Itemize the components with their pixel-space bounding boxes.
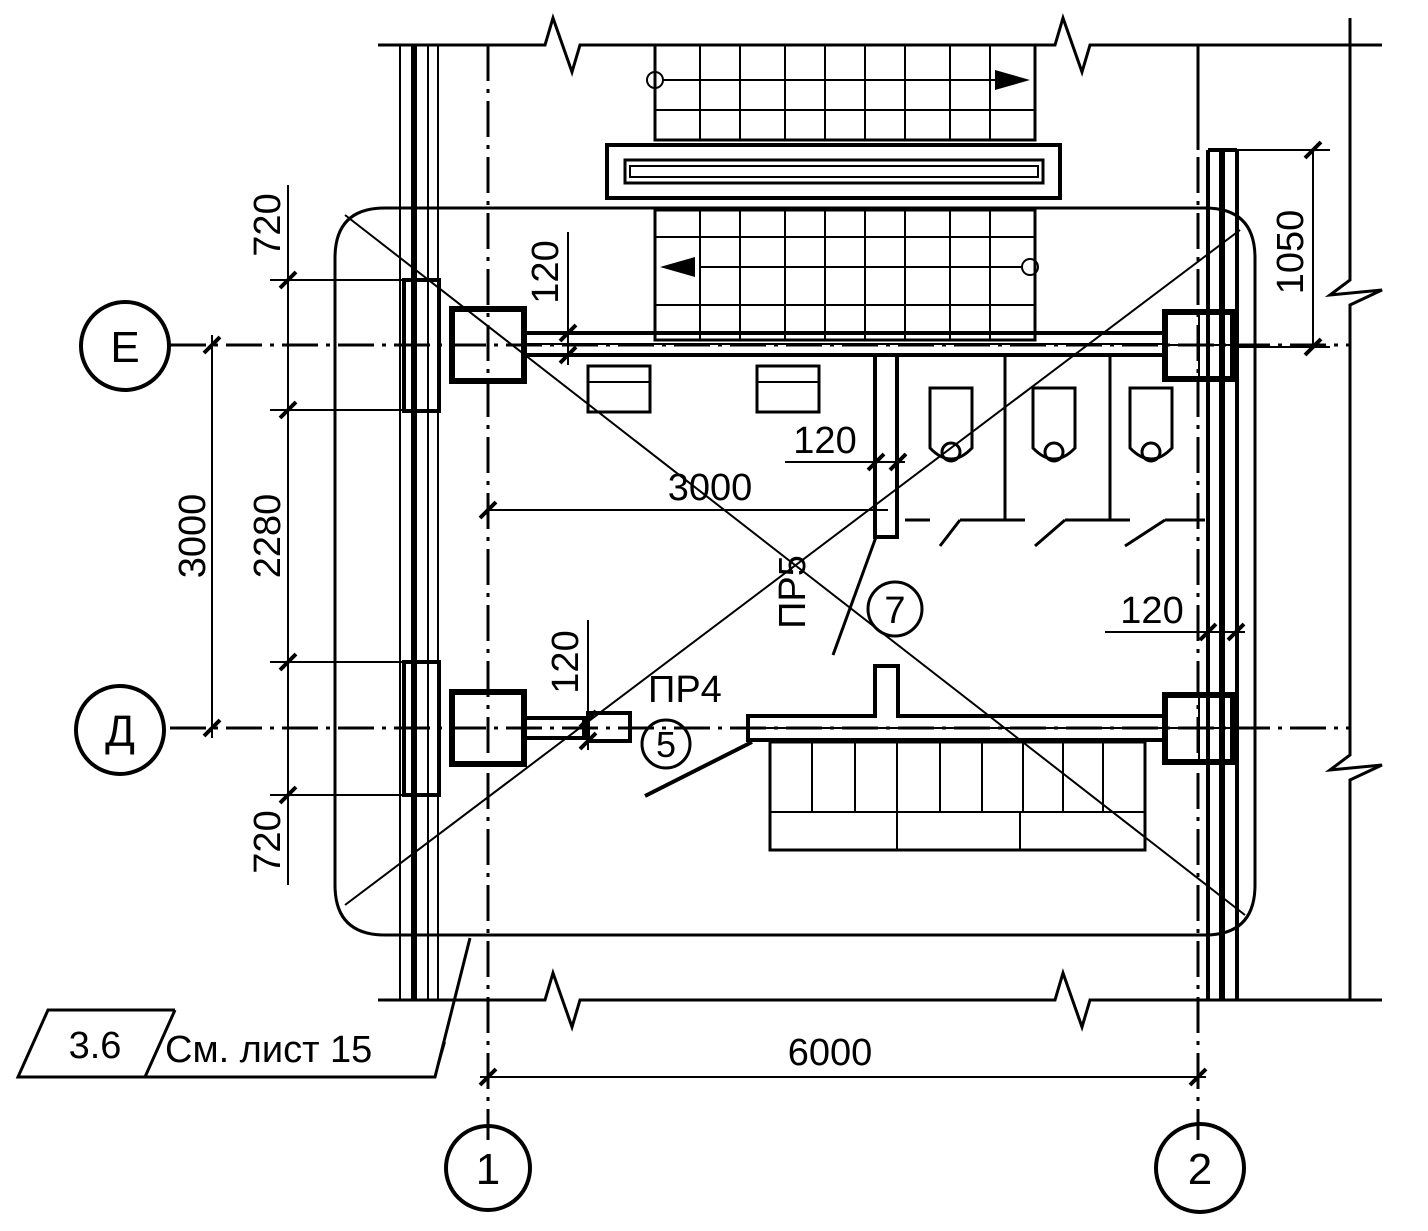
dim-6000: 6000: [788, 1032, 873, 1074]
grid-bubble-1: 1: [444, 1124, 532, 1212]
dim-120-right: 120: [1120, 590, 1183, 632]
partition-row-d: [746, 664, 1167, 742]
marker-7: 7: [866, 580, 924, 638]
dim-720-bottom: 720: [247, 810, 289, 873]
cross-diagonals: [344, 214, 1246, 916]
toilet-bowl-2: [1031, 386, 1077, 463]
grid-bubble-e: Е: [79, 300, 171, 392]
stair-flight-lower: [653, 208, 1039, 342]
grid-label-d: Д: [105, 707, 135, 756]
grid-bubble-2: 2: [1154, 1122, 1246, 1214]
marker-5: 5: [640, 718, 692, 770]
wash-basin-2: [755, 364, 821, 414]
stair-flight-bottom: [768, 740, 1147, 852]
partition-row-e: [522, 331, 1167, 357]
right-wall: [1206, 148, 1239, 1000]
grid-label-2: 2: [1188, 1145, 1212, 1194]
stair-flight-upper: [646, 43, 1037, 142]
dim-120-top: 120: [525, 240, 567, 303]
opening-pr5-label: ПР5: [772, 555, 814, 629]
marker-7-label: 7: [884, 590, 905, 632]
dim-2280: 2280: [247, 494, 289, 579]
fragment-outline: [333, 206, 1257, 937]
reference-callout: 3.6 См. лист 15: [15, 937, 472, 1079]
grid-bubble-d: Д: [74, 684, 166, 776]
toilet-partition: [831, 353, 899, 656]
dim-120-bottom: 120: [545, 630, 587, 693]
grid-label-1: 1: [476, 1145, 500, 1194]
dim-120-mid: 120: [793, 420, 856, 462]
dimension-6000: [478, 1067, 1208, 1087]
dimension-120-right: [1105, 622, 1246, 642]
dimension-120-bottom: [578, 620, 598, 751]
dimension-chain-left: [202, 185, 440, 885]
dimension-3000-horizontal: [478, 500, 888, 520]
dim-3000-horizontal: 3000: [668, 467, 753, 509]
toilet-cubicles: [905, 355, 1205, 548]
dim-3000-vertical: 3000: [172, 494, 214, 579]
toilet-bowl-3: [1128, 386, 1174, 463]
right-break-line: [1324, 18, 1383, 1000]
marker-5-label: 5: [656, 724, 676, 765]
opening-pr4-label: ПР4: [648, 669, 722, 711]
reference-node: 3.6: [69, 1025, 122, 1067]
toilet-bowl-1: [928, 386, 974, 463]
dimension-120-top: [522, 232, 600, 365]
grid-label-e: Е: [110, 323, 139, 372]
dim-720-top: 720: [247, 193, 289, 256]
dimension-1050: [1237, 140, 1330, 357]
landing-beam: [605, 143, 1062, 200]
left-wall: [399, 45, 439, 1000]
bottom-break-line: [378, 968, 1382, 1032]
dimension-120-mid: [785, 452, 908, 472]
dim-1050: 1050: [1270, 210, 1312, 295]
door-leaf-d: [644, 740, 753, 798]
wash-basin-1: [586, 364, 652, 414]
reference-sheet: См. лист 15: [165, 1029, 372, 1071]
